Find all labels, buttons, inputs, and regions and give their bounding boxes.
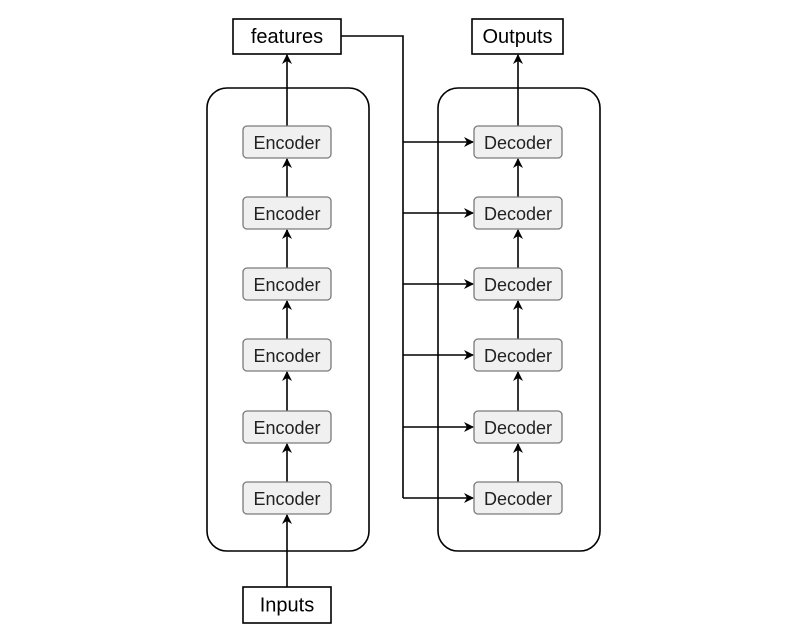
outputs-node: Outputs (471, 18, 564, 55)
decoder-stack: DecoderDecoderDecoderDecoderDecoderDecod… (473, 125, 563, 515)
inputs-node: Inputs (242, 586, 332, 624)
decoder-block-box (473, 267, 563, 301)
encoder-block-label: Encoder (253, 489, 320, 509)
outputs-label: Outputs (482, 26, 552, 48)
encoder-block: Encoder (242, 267, 332, 301)
encoder-block-box (242, 410, 332, 444)
decoder-block-box (473, 338, 563, 372)
encoder-block: Encoder (242, 338, 332, 372)
encoder-block-label: Encoder (253, 346, 320, 366)
encoder-stack: EncoderEncoderEncoderEncoderEncoderEncod… (242, 125, 332, 515)
encoder-block-label: Encoder (253, 204, 320, 224)
decoder-block: Decoder (473, 338, 563, 372)
decoder-block-box (473, 125, 563, 159)
encoder-block-box (242, 481, 332, 515)
features-label: features (251, 26, 323, 48)
decoder-block-label: Decoder (484, 204, 552, 224)
inputs-label: Inputs (260, 595, 314, 617)
decoder-block: Decoder (473, 125, 563, 159)
decoder-block-label: Decoder (484, 489, 552, 509)
decoder-block: Decoder (473, 196, 563, 230)
encoder-block: Encoder (242, 410, 332, 444)
encoder-block-box (242, 267, 332, 301)
features-bus-line (341, 35, 404, 498)
decoder-block-label: Decoder (484, 275, 552, 295)
decoder-block-label: Decoder (484, 418, 552, 438)
decoder-block: Decoder (473, 267, 563, 301)
decoder-block-label: Decoder (484, 346, 552, 366)
encoder-block: Encoder (242, 125, 332, 159)
decoder-block-label: Decoder (484, 133, 552, 153)
decoder-block: Decoder (473, 410, 563, 444)
connection-arrows (282, 35, 523, 587)
decoder-block-box (473, 410, 563, 444)
decoder-block-box (473, 196, 563, 230)
encoder-block-box (242, 125, 332, 159)
encoder-block-label: Encoder (253, 275, 320, 295)
encoder-block-label: Encoder (253, 133, 320, 153)
decoder-block: Decoder (473, 481, 563, 515)
features-node: features (232, 18, 342, 55)
encoder-block: Encoder (242, 196, 332, 230)
encoder-block-box (242, 338, 332, 372)
decoder-block-box (473, 481, 563, 515)
encoder-block-label: Encoder (253, 418, 320, 438)
encoder-block-box (242, 196, 332, 230)
encoder-block: Encoder (242, 481, 332, 515)
